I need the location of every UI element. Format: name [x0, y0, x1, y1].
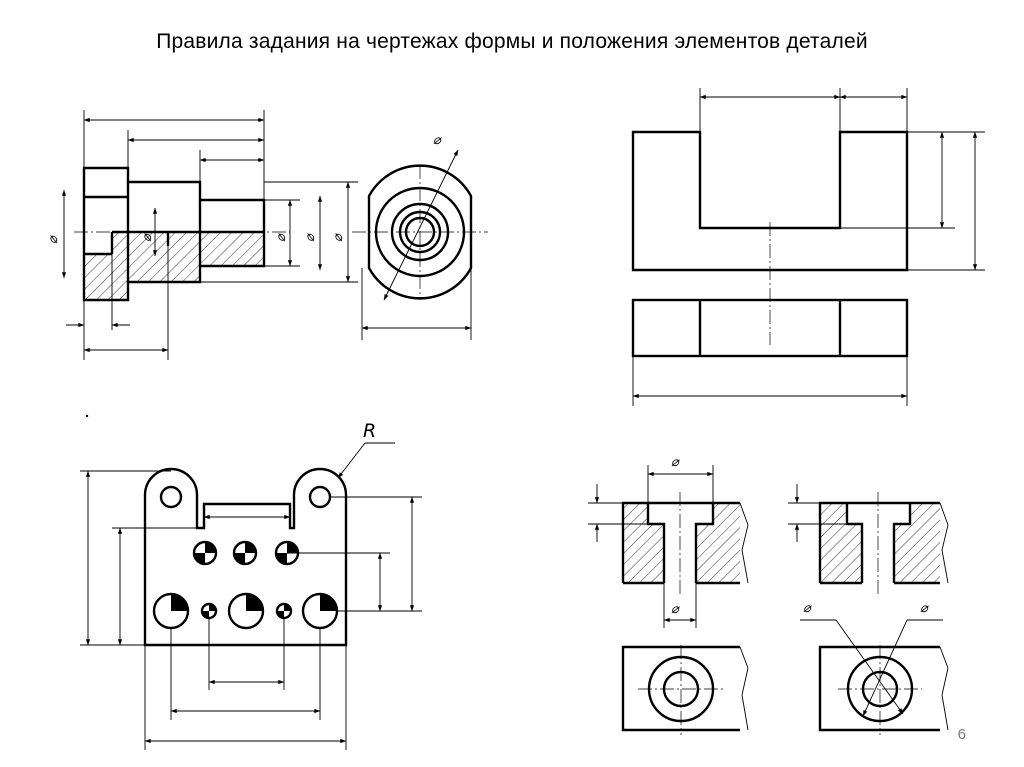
diameter-label: ⌀	[140, 233, 155, 242]
hole-row-lower	[152, 592, 339, 630]
counterbore-section-b	[788, 484, 949, 595]
diameter-label: ⌀	[303, 233, 318, 242]
diameter-label: ⌀	[671, 455, 680, 470]
counterbore-top-view-a	[621, 645, 749, 735]
plate-with-holes: R	[80, 420, 422, 750]
stray-dot	[85, 414, 89, 418]
diameter-label: ⌀	[433, 133, 442, 148]
diameter-label: ⌀	[331, 233, 346, 242]
diameter-label: ⌀	[803, 601, 812, 616]
shaft-side-view: ⌀	[352, 133, 488, 340]
counterbore-top-view-b: ⌀ ⌀	[800, 601, 949, 735]
diameter-label: ⌀	[671, 602, 680, 617]
page-number: 6	[957, 726, 966, 743]
u-block-front-view	[631, 88, 985, 345]
hole-row-upper	[192, 540, 300, 566]
diameter-label: ⌀	[920, 601, 929, 616]
shaft-front-view: ⌀ ⌀ ⌀ ⌀ ⌀	[46, 110, 358, 360]
u-block-bottom-view	[631, 298, 909, 406]
radius-label: R	[363, 420, 376, 442]
slide-title: Правила задания на чертежах формы и поло…	[156, 30, 868, 53]
diameter-label: ⌀	[274, 233, 289, 242]
diameter-label: ⌀	[46, 235, 61, 244]
counterbore-section-a: ⌀ ⌀	[588, 455, 749, 628]
